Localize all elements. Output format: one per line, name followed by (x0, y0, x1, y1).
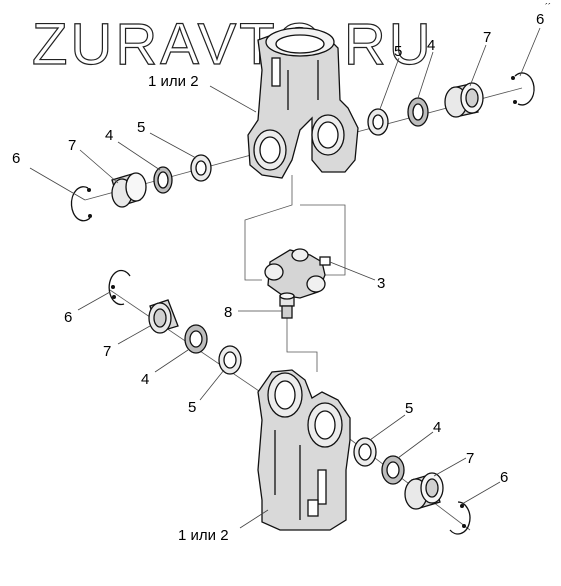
label-circlip-lower-left: 6 (64, 309, 72, 326)
label-circlip-upper-left: 6 (12, 150, 20, 167)
callout-labels: 6 7 4 5 1 или 2 6 7 4 5 3 8 6 7 4 5 5 4 … (12, 11, 544, 544)
label-seal-lower-left: 4 (141, 371, 149, 388)
lower-right-bearing-set (353, 437, 471, 535)
label-cross: 3 (377, 275, 385, 292)
universal-joint-cross (264, 248, 331, 299)
label-cup-lower-left: 7 (103, 343, 111, 360)
label-circlip-lower-right: 6 (500, 469, 508, 486)
label-seal-upper-right: 4 (427, 37, 435, 54)
grease-fitting (279, 292, 295, 319)
lower-yoke (257, 369, 351, 531)
corner-mark: ´´ (545, 2, 551, 12)
label-upper-yoke: 1 или 2 (148, 73, 199, 90)
label-grease-fitting: 8 (224, 304, 232, 321)
watermark-text: ZURAVTO.RU (32, 12, 434, 77)
label-circlip-upper-right: 6 (536, 11, 544, 28)
label-seal-upper-left: 4 (105, 127, 113, 144)
label-washer-upper-right: 5 (394, 43, 402, 60)
label-washer-upper-left: 5 (137, 119, 145, 136)
upper-right-bearing-set (367, 72, 535, 136)
label-cup-lower-right: 7 (466, 450, 474, 467)
label-seal-lower-right: 4 (433, 419, 441, 436)
label-cup-upper-right: 7 (483, 29, 491, 46)
lower-left-bearing-set (108, 269, 242, 375)
upper-left-bearing-set (70, 154, 212, 222)
label-washer-lower-left: 5 (188, 399, 196, 416)
label-cup-upper-left: 7 (68, 137, 76, 154)
label-lower-yoke: 1 или 2 (178, 527, 229, 544)
upper-yoke (247, 27, 359, 179)
callout-leaders (29, 27, 541, 529)
label-washer-lower-right: 5 (405, 400, 413, 417)
